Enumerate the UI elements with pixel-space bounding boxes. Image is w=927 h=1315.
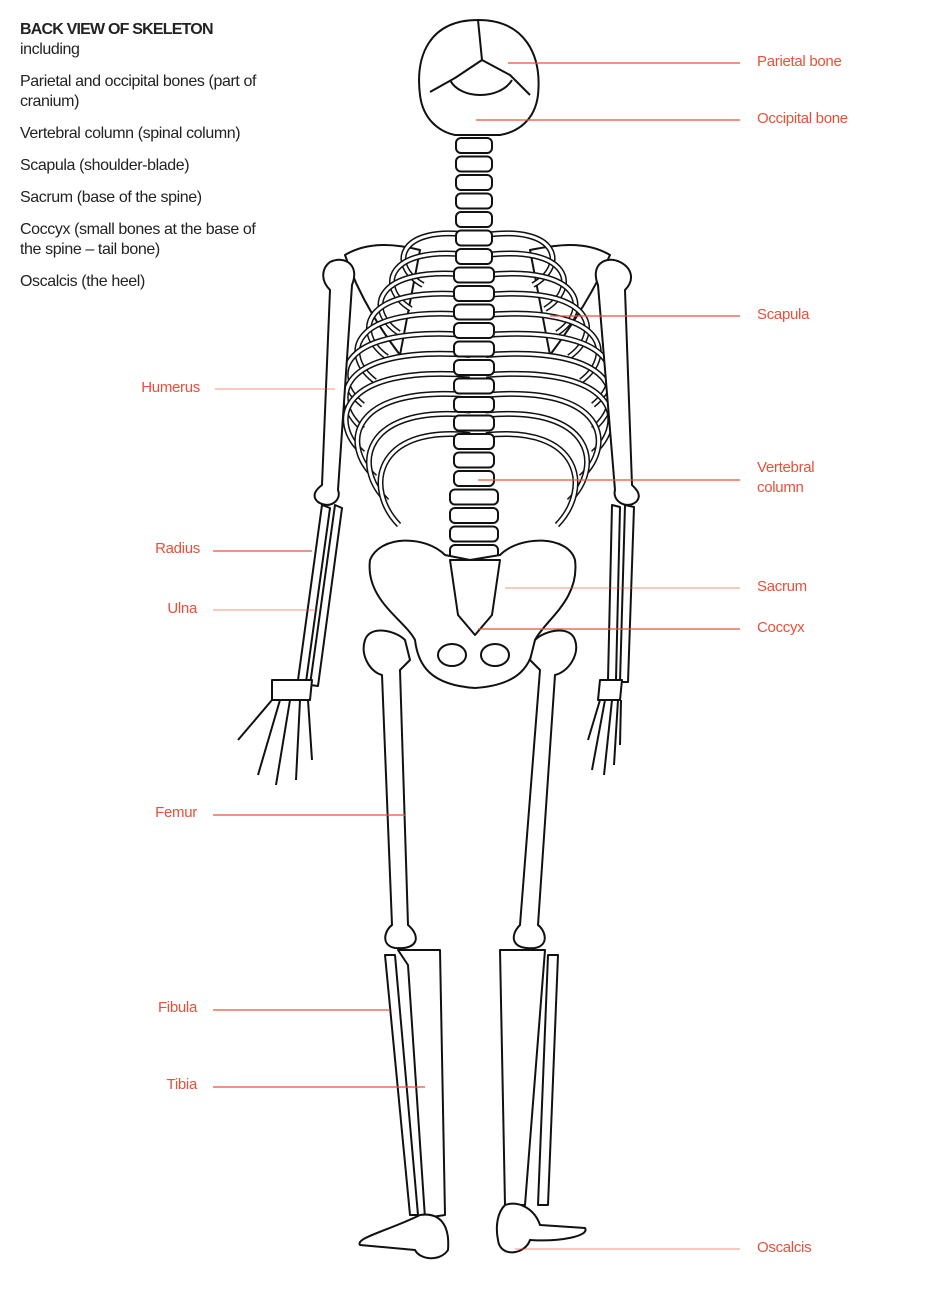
rib	[344, 352, 471, 431]
intro-item: Scapula (shoulder-blade)	[20, 157, 190, 174]
label-tibia: Tibia	[166, 1076, 198, 1093]
rib	[344, 332, 471, 407]
rib	[355, 392, 471, 479]
obturator-left	[437, 643, 467, 667]
rib	[485, 332, 612, 407]
label-ulna: Ulna	[167, 600, 197, 617]
leader-lines	[213, 62, 740, 1250]
intro-item: Parietal and occipital bones (part of cr…	[20, 73, 257, 110]
hand-left	[237, 679, 313, 786]
diagram-title: BACK VIEW OF SKELETON	[20, 21, 214, 38]
vertebra	[449, 507, 499, 524]
label-radius: Radius	[155, 540, 200, 557]
humerus-right	[594, 258, 640, 506]
label-scapula: Scapula	[757, 306, 810, 323]
rib	[485, 292, 589, 359]
radius-right	[607, 504, 621, 681]
vertebra	[453, 266, 495, 284]
vertebra	[455, 211, 493, 228]
rib	[485, 410, 591, 504]
rib	[344, 372, 471, 455]
vertebra	[455, 192, 493, 210]
rib	[485, 372, 612, 455]
ulna-left	[309, 504, 343, 687]
rib	[485, 432, 577, 527]
rib	[379, 272, 471, 335]
vertebra	[453, 433, 495, 450]
diagram-subtitle: including	[20, 41, 80, 58]
label-sacrum: Sacrum	[757, 578, 807, 595]
vertebra	[453, 285, 495, 302]
hand-right	[587, 679, 623, 776]
ulna-right	[619, 504, 635, 683]
intro-text: BACK VIEW OF SKELETON including Parietal…	[20, 20, 270, 292]
vertebra	[453, 322, 495, 339]
label-oscalcis: Oscalcis	[757, 1239, 812, 1256]
label-vertebral-line2: column	[757, 479, 804, 496]
intro-item: Sacrum (base of the spine)	[20, 189, 202, 206]
rib	[367, 412, 471, 503]
rib	[485, 412, 589, 503]
label-fibula: Fibula	[157, 999, 197, 1016]
vertebra	[453, 377, 495, 395]
vertebra	[453, 470, 495, 487]
vertebra	[453, 340, 495, 358]
vertebra	[455, 174, 493, 191]
tibia-right	[499, 949, 546, 1206]
rib	[367, 292, 471, 359]
skull-sutures	[429, 19, 531, 96]
rib	[485, 392, 601, 479]
rib	[485, 352, 612, 431]
rib	[485, 272, 577, 335]
label-vertebral-line1: Vertebral	[757, 459, 815, 476]
vertebra	[453, 451, 495, 469]
label-parietal-bone: Parietal bone	[757, 53, 842, 70]
foot-right	[495, 1202, 587, 1254]
vertebra	[455, 248, 493, 265]
femur-right	[512, 629, 578, 950]
vertebra	[453, 303, 495, 321]
vertebra	[455, 155, 493, 173]
vertebra	[453, 414, 495, 432]
sacrum	[449, 559, 501, 636]
femur-left	[362, 629, 417, 950]
label-humerus: Humerus	[141, 379, 200, 396]
label-occipital-bone: Occipital bone	[757, 110, 848, 127]
vertebra	[453, 396, 495, 413]
vertebra	[455, 229, 493, 247]
label-coccyx: Coccyx	[757, 619, 805, 636]
vertebra	[453, 359, 495, 376]
skull	[418, 19, 540, 136]
intro-item: Oscalcis (the heel)	[20, 273, 145, 290]
obturator-right	[480, 643, 510, 667]
fibula-right	[537, 954, 559, 1206]
vertebra	[449, 525, 499, 543]
rib	[379, 432, 471, 527]
label-vertebral-column: Vertebral column	[757, 458, 815, 498]
vertebra	[449, 488, 499, 506]
intro-item: Coccyx (small bones at the base of the s…	[20, 221, 256, 258]
vertebra	[455, 137, 493, 154]
intro-item: Vertebral column (spinal column)	[20, 125, 241, 142]
label-femur: Femur	[155, 804, 197, 821]
humerus-left	[313, 258, 356, 506]
foot-left	[358, 1213, 450, 1260]
